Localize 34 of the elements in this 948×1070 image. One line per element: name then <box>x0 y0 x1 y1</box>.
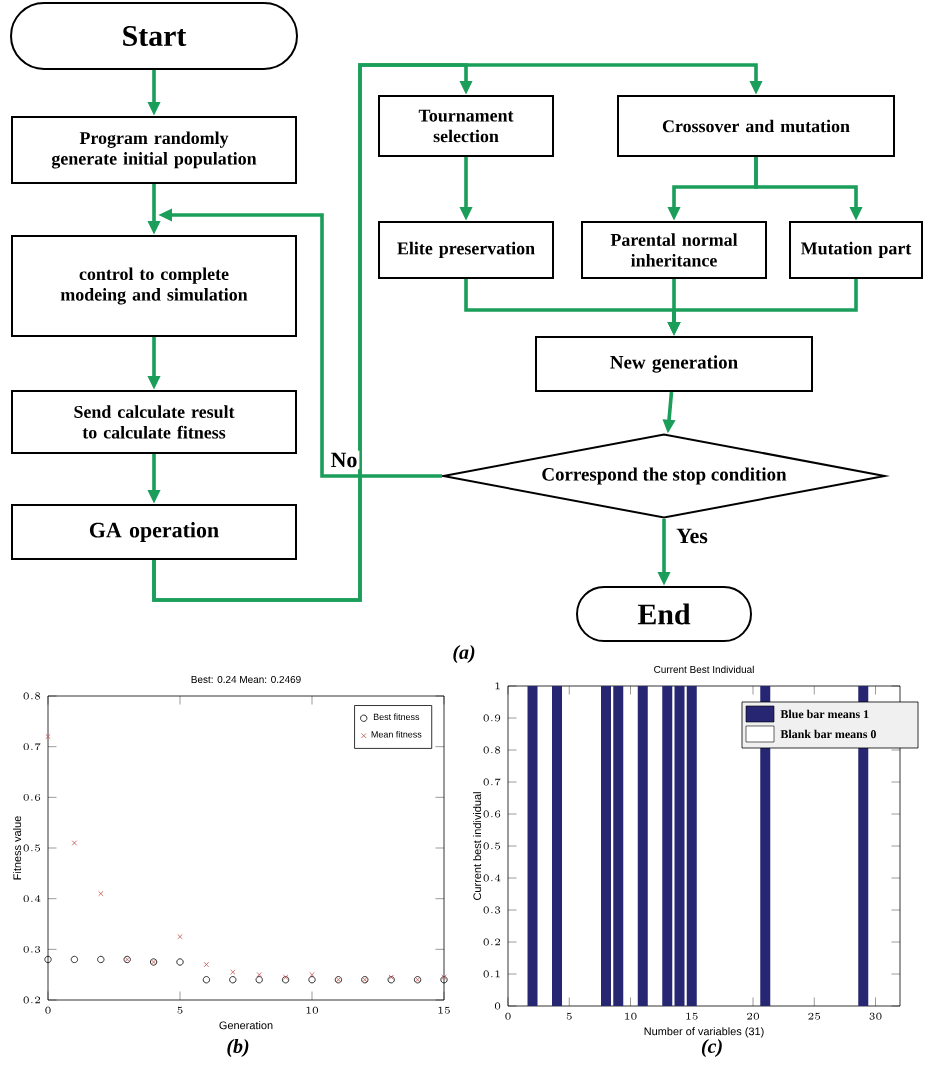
point <box>256 972 262 978</box>
process-box: Parental normal inheritance <box>581 221 767 279</box>
point <box>44 955 52 964</box>
point <box>229 976 237 984</box>
panel-caption: (b) <box>227 1038 249 1058</box>
point <box>202 976 210 984</box>
point <box>45 733 51 740</box>
point <box>308 976 316 984</box>
process-box: Mutation part <box>789 221 923 279</box>
arrow <box>152 63 763 602</box>
panel-caption: (a) <box>453 644 475 664</box>
process-box: GA operation <box>11 504 297 560</box>
point <box>98 890 104 897</box>
process-box: control to complete modeing and simulation <box>11 235 297 337</box>
point <box>97 955 105 964</box>
terminal-box: End <box>576 586 752 642</box>
point <box>230 969 236 975</box>
edge-label: No <box>328 450 360 470</box>
process-box: Elite preservation <box>378 221 554 279</box>
process-box: New generation <box>535 336 813 392</box>
panel-caption: (c) <box>701 1038 722 1058</box>
point <box>176 958 184 966</box>
point <box>71 840 78 846</box>
point <box>70 955 78 964</box>
point <box>255 976 263 984</box>
process-box: Program randomly generate initial population <box>11 116 297 184</box>
point <box>309 972 315 978</box>
terminal-box: Start <box>10 2 298 70</box>
process-box: Send calculate result to calculate fitness <box>11 390 297 454</box>
process-box: Tournament selection <box>378 95 554 157</box>
point <box>177 934 183 940</box>
process-box: Crossover and mutation <box>617 95 895 157</box>
point <box>203 961 210 968</box>
edge-label: Yes <box>674 526 710 546</box>
